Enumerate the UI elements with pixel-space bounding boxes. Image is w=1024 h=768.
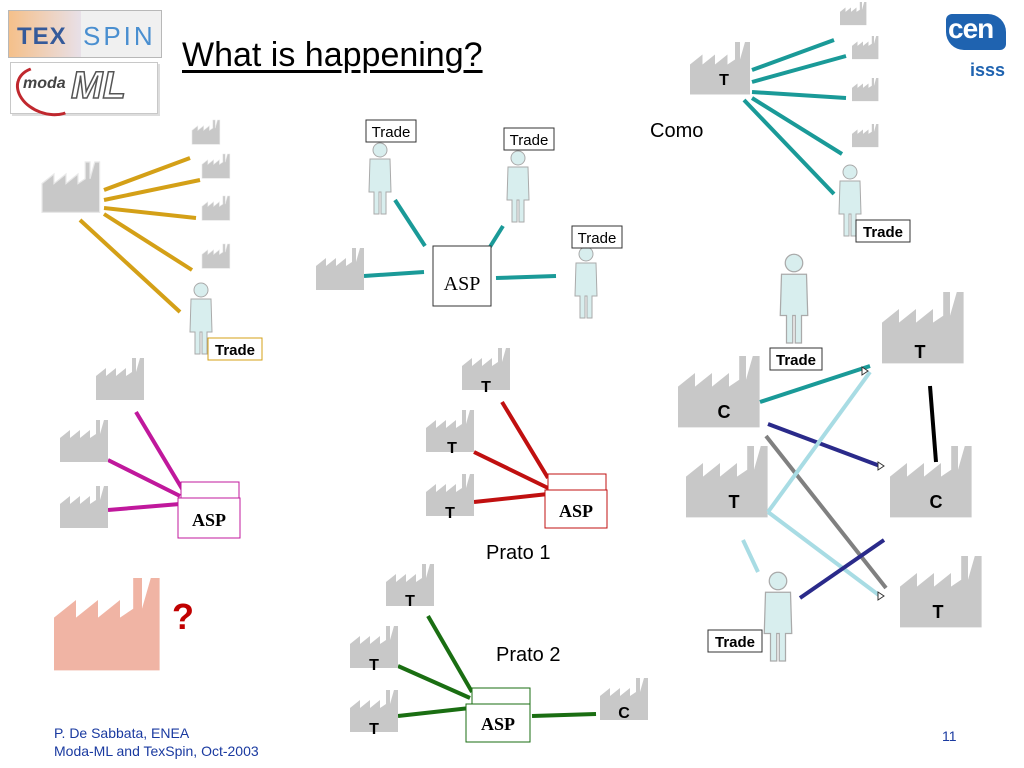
trade-person-icon bbox=[574, 246, 598, 319]
trade-label: Trade bbox=[578, 230, 617, 247]
trade-label: Trade bbox=[510, 132, 549, 149]
footer: P. De Sabbata, ENEA Moda-ML and TexSpin,… bbox=[54, 724, 259, 760]
factory-icon bbox=[852, 78, 879, 102]
trade-person-icon bbox=[506, 150, 530, 223]
factory-icon bbox=[840, 2, 867, 26]
node-label-T: T bbox=[445, 505, 455, 522]
node-label-C: C bbox=[718, 402, 731, 422]
node-label-T: T bbox=[369, 721, 379, 738]
factory-icon bbox=[191, 119, 221, 145]
prato2-label: Prato 2 bbox=[496, 644, 561, 666]
page-number: 11 bbox=[942, 728, 957, 744]
modaml-logo: moda ML bbox=[8, 57, 158, 125]
prato2-cluster bbox=[397, 614, 597, 718]
asp-label: ASP bbox=[559, 501, 593, 521]
magenta-asp-cluster bbox=[107, 410, 186, 512]
factory-icon bbox=[60, 420, 108, 462]
asp-box bbox=[177, 497, 241, 539]
prato1-label: Prato 1 bbox=[486, 542, 551, 564]
isss-logo-text: isss bbox=[970, 60, 1006, 80]
node-label-C: C bbox=[930, 492, 943, 512]
texspin-logo-text-right: SPIN bbox=[83, 21, 156, 51]
factory-icon bbox=[686, 446, 768, 518]
cen-logo-text: cen bbox=[948, 13, 994, 44]
asp-box bbox=[432, 245, 492, 307]
trade-box bbox=[365, 119, 417, 143]
asp-label: ASP bbox=[481, 714, 515, 734]
trade-box bbox=[503, 127, 555, 151]
factory-icon bbox=[852, 36, 879, 60]
asp-label: ASP bbox=[192, 510, 226, 530]
arrowheads bbox=[861, 366, 885, 601]
factory-icon bbox=[316, 248, 364, 290]
node-label-T: T bbox=[481, 379, 491, 396]
factory-icon bbox=[201, 195, 231, 221]
texspin-logo: TEX SPIN bbox=[8, 10, 162, 58]
node-label-T: T bbox=[933, 602, 944, 622]
node-label-T: T bbox=[369, 657, 379, 674]
como-cluster bbox=[742, 38, 847, 196]
trade-label: Trade bbox=[863, 224, 903, 241]
node-label-T: T bbox=[447, 440, 457, 457]
gold-cluster bbox=[78, 156, 201, 314]
trade-label: Trade bbox=[372, 124, 411, 141]
trade-person-icon bbox=[779, 253, 809, 344]
slide-title: What is happening? bbox=[182, 36, 483, 74]
texspin-logo-bg bbox=[9, 11, 81, 57]
node-label-T: T bbox=[729, 492, 740, 512]
trade-box bbox=[769, 347, 823, 371]
factory-icon bbox=[60, 486, 108, 528]
asp-box bbox=[465, 703, 531, 743]
modaml-logo-text-left: moda bbox=[23, 75, 66, 92]
trade-box bbox=[707, 629, 763, 653]
node-label-T: T bbox=[405, 593, 415, 610]
mesh-links bbox=[741, 364, 938, 600]
trade-box bbox=[571, 225, 623, 249]
trade-person-icon bbox=[368, 142, 392, 215]
factory-icon bbox=[201, 243, 231, 269]
trade-label: Trade bbox=[215, 342, 255, 359]
asp-box bbox=[544, 489, 608, 529]
prato1-cluster bbox=[473, 400, 550, 504]
cen-logo-badge bbox=[946, 14, 1006, 50]
footer-author: P. De Sabbata, ENEA bbox=[54, 725, 190, 741]
node-label-T: T bbox=[915, 342, 926, 362]
trade-label: Trade bbox=[776, 352, 816, 369]
trade-box bbox=[855, 219, 911, 243]
factory-icon bbox=[41, 161, 101, 214]
question-mark: ? bbox=[172, 596, 194, 637]
factory-icon bbox=[852, 124, 879, 148]
node-label-C: C bbox=[618, 705, 630, 722]
factory-icon bbox=[96, 358, 144, 400]
unknown-factory-icon bbox=[54, 578, 160, 671]
modaml-logo-text-right: ML bbox=[70, 64, 126, 108]
trade-person-icon bbox=[763, 571, 793, 662]
trade-label: Trade bbox=[715, 634, 755, 651]
factory-icon bbox=[201, 153, 231, 179]
como-label: Como bbox=[650, 120, 704, 142]
trade-box bbox=[207, 337, 263, 361]
cen-isss-logo: cen isss bbox=[940, 8, 1016, 90]
node-label-T: T bbox=[719, 72, 729, 89]
asp-label: ASP bbox=[444, 273, 481, 295]
texspin-logo-text-left: TEX bbox=[17, 23, 67, 50]
footer-event: Moda-ML and TexSpin, Oct-2003 bbox=[54, 743, 259, 759]
